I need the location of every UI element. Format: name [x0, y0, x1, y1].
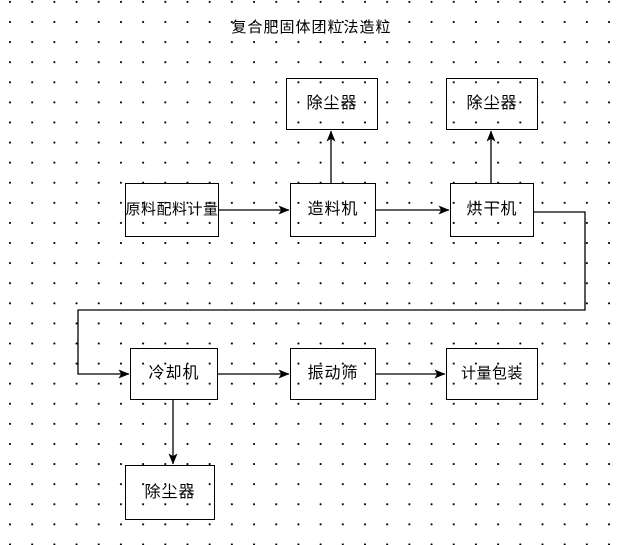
node-dust-collector-2[interactable]: 除尘器	[446, 78, 538, 130]
node-dryer[interactable]: 烘干机	[450, 183, 534, 237]
node-label: 烘干机	[466, 199, 518, 218]
node-cooler[interactable]: 冷却机	[130, 348, 218, 400]
node-vibrating-screen[interactable]: 振动筛	[290, 348, 376, 400]
node-label: 除尘器	[306, 93, 358, 112]
node-raw-material-batching[interactable]: 原料配料计量	[125, 183, 219, 237]
node-granulator[interactable]: 造料机	[290, 183, 376, 237]
node-label: 振动筛	[307, 363, 359, 382]
node-label: 造料机	[307, 199, 359, 218]
node-label: 除尘器	[144, 481, 196, 501]
node-dust-collector-1[interactable]: 除尘器	[286, 78, 378, 130]
node-label: 除尘器	[466, 93, 518, 112]
edge-dryer-cooler	[77, 211, 586, 379]
node-metering-packing[interactable]: 计量包装	[446, 348, 538, 400]
node-dust-collector-3[interactable]: 除尘器	[125, 465, 215, 520]
node-label: 计量包装	[460, 363, 523, 382]
node-label: 原料配料计量	[125, 199, 219, 218]
diagram-title: 复合肥固体团粒法造粒	[231, 18, 392, 36]
node-label: 冷却机	[148, 363, 200, 382]
